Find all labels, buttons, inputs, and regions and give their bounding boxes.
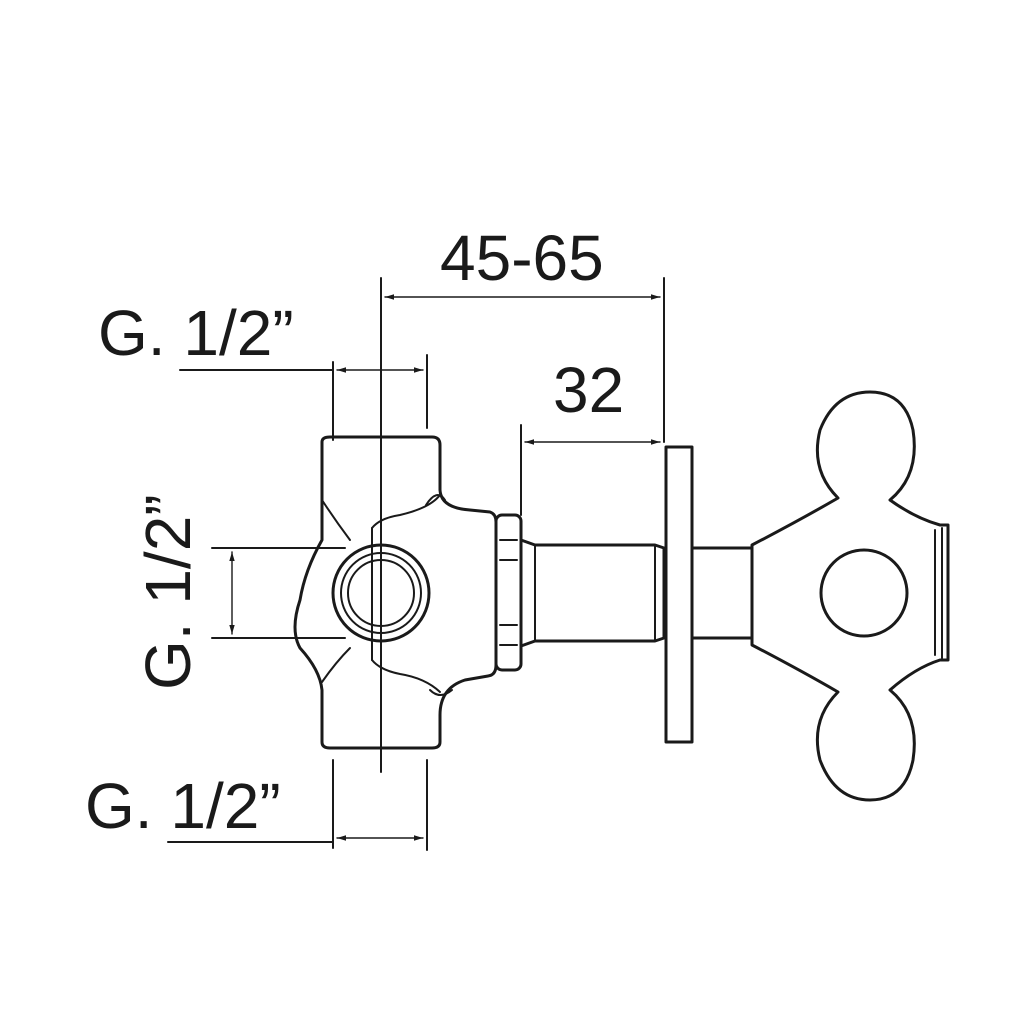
dimension-lines bbox=[167, 277, 665, 851]
top-port-label: G. 1/2” bbox=[98, 297, 294, 369]
valve-body bbox=[293, 435, 498, 750]
overall-depth-label: 45-65 bbox=[440, 222, 604, 294]
bottom-port-label: G. 1/2” bbox=[85, 770, 281, 842]
side-port-opening bbox=[331, 543, 431, 643]
spindle-housing bbox=[519, 538, 666, 648]
cross-handle bbox=[750, 390, 950, 802]
hex-nut bbox=[494, 513, 523, 672]
valve-stem bbox=[690, 546, 754, 640]
side-port-label: G. 1/2” bbox=[132, 494, 204, 690]
flange-depth-label: 32 bbox=[553, 354, 624, 426]
wall-flange bbox=[664, 445, 694, 744]
